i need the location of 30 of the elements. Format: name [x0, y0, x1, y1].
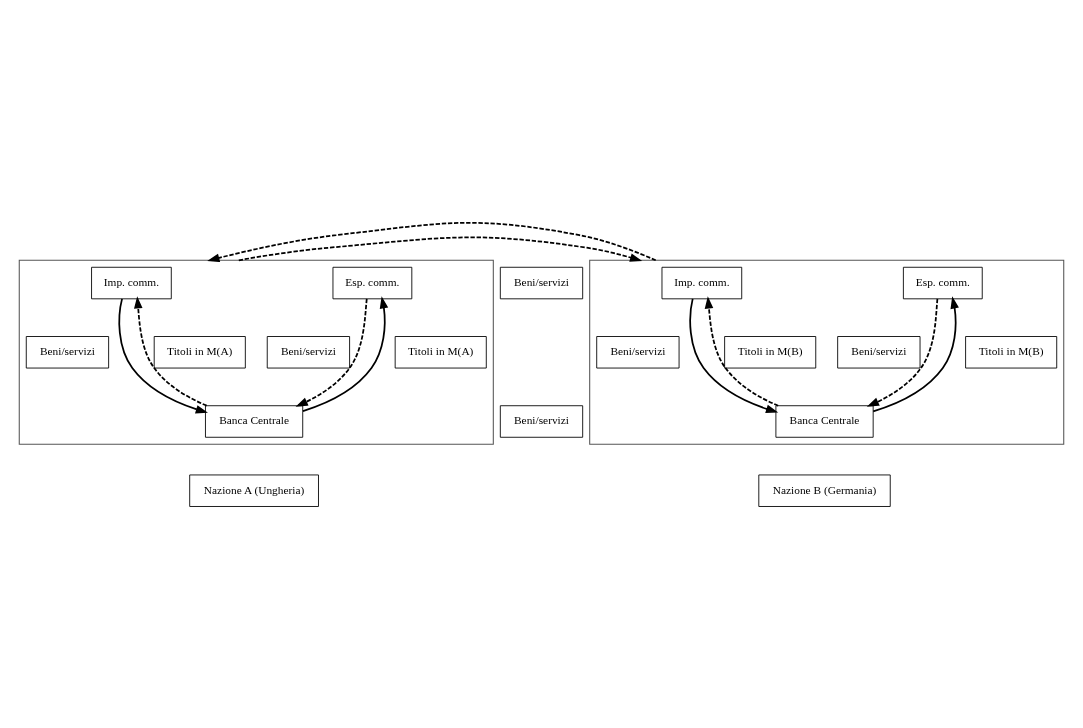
node-box: Imp. comm.: [661, 266, 743, 299]
cluster: [18, 259, 494, 445]
arrow: [704, 295, 780, 407]
node-box: Nazione B (Germania): [758, 474, 891, 507]
node-box: Banca Centrale: [775, 404, 874, 438]
node-box: Imp. comm.: [91, 266, 172, 299]
arrow: [866, 297, 939, 407]
node-box: Titoli in M(B): [965, 335, 1058, 368]
node-box: Beni/servizi: [266, 335, 351, 368]
arrow: [237, 236, 643, 262]
node-box: Titoli in M(B): [724, 335, 817, 368]
node-box: Beni/servizi: [499, 404, 584, 438]
node-box: Esp. comm.: [332, 266, 413, 299]
node-box: Nazione A (Ungheria): [189, 474, 319, 507]
node-box: Titoli in M(A): [394, 335, 487, 368]
cluster: [589, 259, 1065, 445]
arrow: [207, 221, 657, 262]
node-box: Beni/servizi: [25, 335, 110, 368]
arrow: [133, 295, 208, 407]
node-box: Beni/servizi: [596, 335, 680, 368]
arrow: [118, 297, 208, 413]
arrow: [689, 297, 779, 413]
node-box: Esp. comm.: [902, 266, 983, 299]
node-box: Beni/servizi: [499, 266, 584, 299]
arrow: [872, 295, 959, 412]
node-box: Banca Centrale: [205, 404, 304, 438]
node-box: Titoli in M(A): [153, 335, 246, 368]
node-box: Beni/servizi: [837, 335, 921, 368]
arrow: [302, 295, 389, 412]
arrow: [295, 297, 368, 407]
